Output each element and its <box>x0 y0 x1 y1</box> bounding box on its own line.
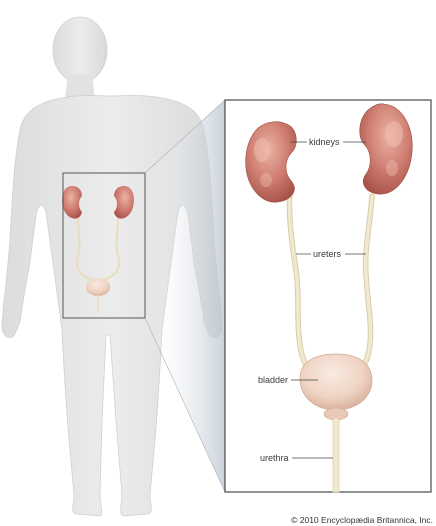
label-urethra: urethra <box>260 453 289 463</box>
copyright-notice: © 2010 Encyclopædia Britannica, Inc. <box>291 515 433 525</box>
label-ureters: ureters <box>313 249 342 259</box>
label-bladder: bladder <box>258 375 288 385</box>
urethra-illustration <box>333 418 339 492</box>
label-kidneys: kidneys <box>309 137 340 147</box>
